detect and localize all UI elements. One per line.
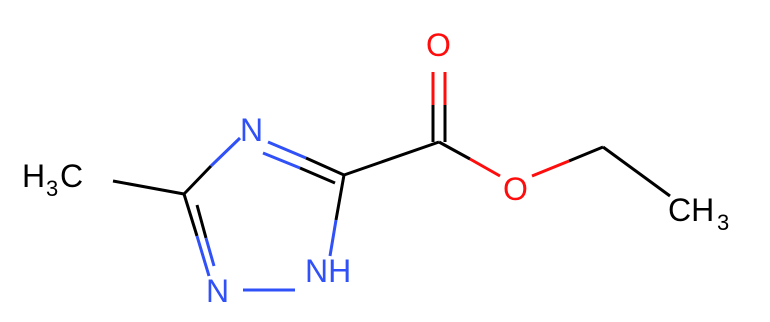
svg-text:3: 3 <box>717 210 729 235</box>
bond-c3-n4-a <box>182 164 213 196</box>
bond-methyl-c3 <box>112 179 185 196</box>
methyl-right-sub: 3 <box>717 210 729 235</box>
atom-n2: N <box>206 273 229 309</box>
svg-text:C: C <box>60 158 83 194</box>
bond-n1-c5-b <box>334 174 346 221</box>
methyl-right-label: CH 3 <box>668 192 729 235</box>
bond-ch2-ch3 <box>602 145 671 198</box>
methyl-left-c: C <box>60 158 83 194</box>
bond-n4-c5-a2 <box>305 156 345 177</box>
atom-n1h: NH <box>305 253 351 289</box>
bond-n4-c5-b1 <box>262 151 301 170</box>
bond-c3-n4-b <box>209 136 242 168</box>
methyl-right-ch: CH <box>668 192 714 228</box>
atom-o-carbonyl: O <box>426 27 451 63</box>
bond-c3-n2-b1 <box>195 204 208 239</box>
methyl-left-sub: 3 <box>46 176 58 201</box>
bond-c3-n2-b2 <box>204 237 216 267</box>
atom-o-ester: O <box>503 171 528 207</box>
bond-c3-n2-a2 <box>195 235 211 277</box>
bond-n1-c5-a <box>328 219 338 257</box>
svg-text:H: H <box>22 158 45 194</box>
methyl-left-h: H <box>22 158 45 194</box>
bond-c-oester-b <box>469 157 501 178</box>
bond-oester-ch2-a <box>531 159 570 178</box>
svg-text:CH: CH <box>668 192 714 228</box>
bond-c5-ccarb <box>343 140 440 177</box>
bond-oester-ch2-b <box>568 145 604 163</box>
methyl-left-label: H 3 C <box>22 158 83 201</box>
bond-c3-n2-a1 <box>182 193 199 237</box>
atom-n4: N <box>240 112 263 148</box>
bond-n4-c5-a1 <box>267 140 307 160</box>
bonds <box>112 72 671 292</box>
bond-n4-c5-b2 <box>299 166 336 185</box>
svg-text:3: 3 <box>46 176 58 201</box>
bond-c-oester-a <box>438 140 471 161</box>
